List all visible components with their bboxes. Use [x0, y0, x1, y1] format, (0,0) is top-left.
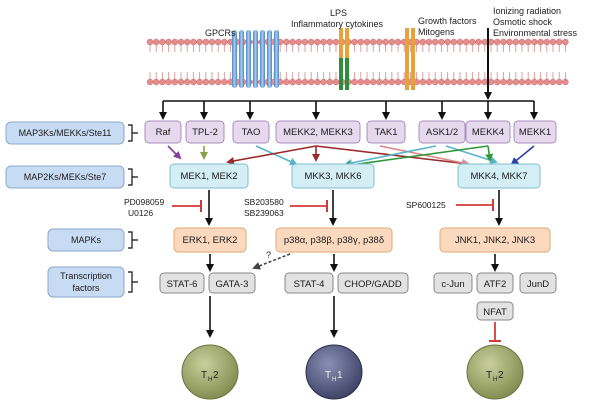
inhibitor-sb203580: SB203580: [244, 197, 284, 207]
inhibitor-pd098059: PD098059: [124, 197, 164, 207]
tf-box-nfat: [476, 301, 514, 321]
map3k-tpl2-label: TPL-2: [192, 127, 218, 138]
mapk-to-tf-arrows: [206, 253, 499, 272]
tier-label-map2k-text: MAP2Ks/MEKs/Ste7: [24, 172, 107, 182]
tf-box-cjun: [433, 272, 473, 294]
growth-factors-label: Growth factors: [418, 16, 477, 26]
tier-label-mapk-text: MAPKs: [71, 235, 102, 245]
th2-right-num: 2: [498, 370, 504, 381]
mitogens-label: Mitogens: [418, 27, 455, 37]
nfat-inhibition: [489, 322, 501, 342]
map3k-mekk1-label: MEKK1: [519, 127, 551, 138]
map3k-raf-label: Raf: [156, 127, 171, 138]
mapk-box-erk: [173, 227, 247, 253]
th2-right-sub: H: [493, 377, 497, 383]
th1-sub: H: [332, 377, 336, 383]
map3k-tak1-label: TAK1: [374, 127, 397, 138]
th1-num: 1: [337, 370, 343, 381]
tf-jund-label: JunD: [527, 279, 549, 290]
map3k-mekk4-label: MEKK4: [472, 127, 504, 138]
map3k-box-ask12: [418, 120, 466, 144]
tier-label-tf-line1: Transcription: [60, 271, 112, 281]
map2k-box-mek12: [169, 163, 249, 189]
mapk-jnk-label: JNK1, JNK2, JNK3: [455, 235, 535, 246]
lps-label: LPS: [330, 8, 347, 18]
inhibitor-sp600125: SP600125: [406, 200, 446, 210]
map3k-box-mekk4: [465, 120, 511, 144]
inhibitor-u0126: U0126: [128, 208, 153, 218]
tf-to-outcome-arrows: [206, 296, 338, 338]
tf-box-jund: [519, 272, 557, 294]
mapk-boxes: ERK1, ERK2 p38α, p38β, p38γ, p38δ JNK1, …: [173, 227, 551, 253]
tf-cjun-label: c-Jun: [441, 279, 464, 290]
th2-right-cell: T H 2: [466, 344, 524, 400]
mapk-erk-label: ERK1, ERK2: [183, 235, 238, 246]
map3k-box-mekk1: [513, 120, 557, 144]
tf-boxes: STAT-6 GATA-3 STAT-4 CHOP/GADD c-Jun ATF…: [159, 272, 557, 321]
growth-factor-receptor-icon: [405, 28, 415, 90]
map2k-box-mkk47: [457, 163, 541, 189]
map3k-mekk23-label: MEKK2, MEKK3: [283, 127, 353, 138]
tf-box-stat6: [159, 272, 205, 294]
inhibitor-sb239063: SB239063: [244, 208, 284, 218]
tf-gata3-label: GATA-3: [216, 279, 249, 290]
mapk-p38-label: p38α, p38β, p38γ, p38δ: [284, 235, 384, 246]
gpcrs-label: GPCRs: [205, 28, 236, 38]
cytokine-receptor-icon: [339, 28, 349, 90]
map2k-to-mapk-arrows: [205, 190, 503, 226]
tf-nfat-label: NFAT: [483, 307, 507, 318]
gpcr-receptor-icon: [232, 30, 279, 88]
tf-box-gata3: [208, 272, 256, 294]
cell-membrane: [146, 38, 569, 86]
map2k-box-mkk36: [291, 163, 375, 189]
map3k-box-mekk23: [275, 120, 361, 144]
tf-chop-label: CHOP/GADD: [344, 279, 402, 290]
map2k-boxes: MEK1, MEK2 MKK3, MKK6 MKK4, MKK7: [169, 163, 541, 189]
mapk-box-jnk: [439, 227, 551, 253]
tier-label-tf: Transcription factors: [47, 266, 138, 298]
th1-t: T: [325, 370, 331, 381]
osmotic-label: Osmotic shock: [493, 17, 553, 27]
map3k-ask12-label: ASK1/2: [426, 127, 458, 138]
map3k-box-tao: [232, 120, 270, 144]
th2-left-sub: H: [208, 377, 212, 383]
question-mark: ?: [266, 250, 271, 260]
tier-label-map3k-text: MAP3Ks/MEKKs/Ste11: [19, 128, 112, 138]
map2k-mkk36-label: MKK3, MKK6: [304, 171, 361, 182]
ionizing-label: Ionizing radiation: [493, 6, 561, 16]
map3k-box-tpl2: [185, 120, 225, 144]
tier-label-map2k: MAP2Ks/MEKs/Ste7: [5, 165, 138, 189]
env-stress-label: Environmental stress: [493, 28, 578, 38]
tier-label-tf-line2: factors: [72, 283, 100, 293]
tf-stat4-label: STAT-4: [294, 279, 325, 290]
mapk-box-p38: [275, 227, 393, 253]
th1-cell: T H 1: [305, 344, 363, 400]
th2-right-t: T: [486, 370, 492, 381]
map3k-distribution-lines: [159, 100, 538, 120]
map3k-box-raf: [144, 120, 182, 144]
map3k-boxes: Raf TPL-2 TAO MEKK2, MEKK3 TAK1 ASK1/2 M…: [144, 120, 557, 144]
th2-left-t: T: [201, 370, 207, 381]
tf-atf2-label: ATF2: [484, 279, 507, 290]
tf-stat6-label: STAT-6: [167, 279, 198, 290]
th2-left-cell: T H 2: [181, 344, 239, 400]
map2k-mkk47-label: MKK4, MKK7: [470, 171, 527, 182]
map2k-mek12-label: MEK1, MEK2: [180, 171, 237, 182]
inhibitors: PD098059 U0126 SB203580 SB239063 SP60012…: [124, 197, 494, 218]
tf-box-stat4: [284, 272, 334, 294]
map3k-box-tak1: [366, 120, 406, 144]
map3k-to-map2k-arrows: [167, 145, 535, 170]
tf-box-atf2: [476, 272, 514, 294]
map3k-tao-label: TAO: [242, 127, 261, 138]
tier-label-map3k: MAP3Ks/MEKKs/Ste11: [5, 121, 138, 145]
th2-left-num: 2: [213, 370, 219, 381]
tier-label-mapk: MAPKs: [47, 228, 138, 252]
tf-box-chop: [337, 272, 409, 294]
cytokines-label: Inflammatory cytokines: [291, 19, 384, 29]
